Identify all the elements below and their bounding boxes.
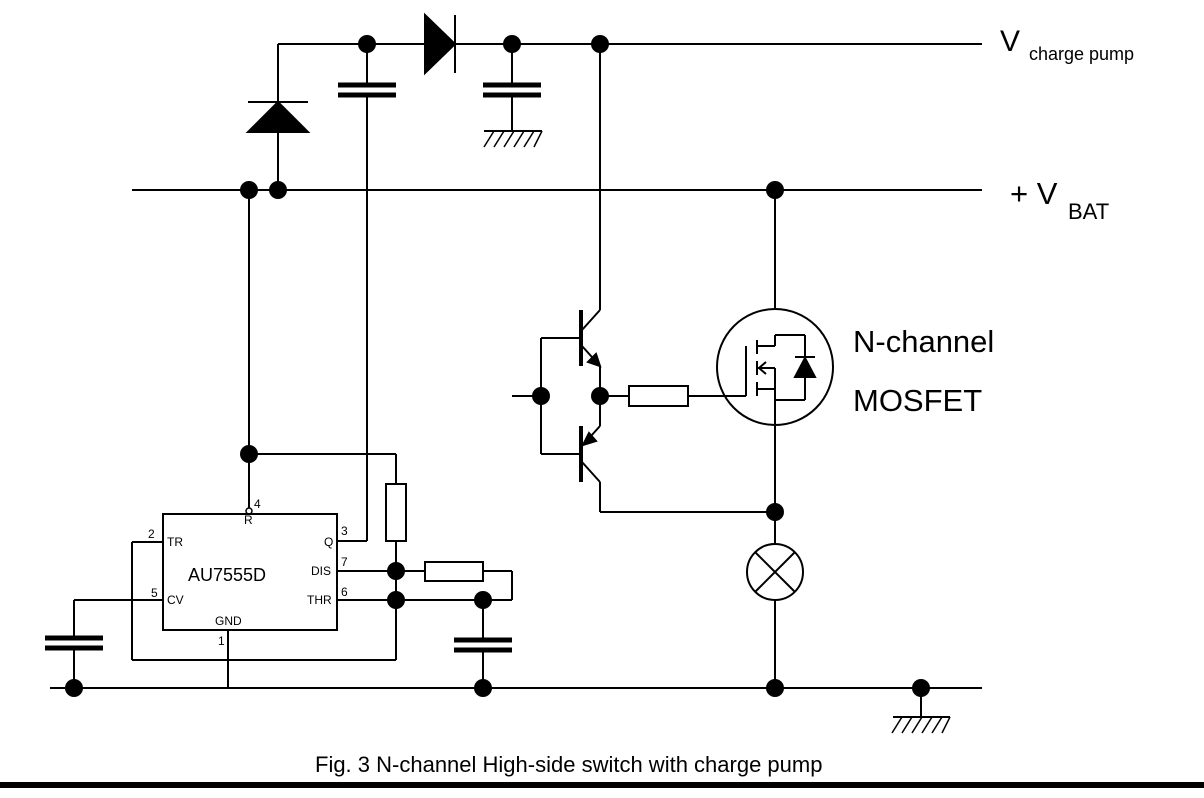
pin-thr-label: THR [307,593,332,607]
pin-cv-label: CV [167,593,184,607]
lamp-load [746,543,804,688]
ic-name: AU7555D [188,565,266,585]
reservoir-capacitor [483,44,541,130]
ground-symbol-bottom [891,688,951,734]
timer-ic: AU7555D TR 2 CV 5 R 4 Q 3 DIS 7 THR 6 GN… [148,497,348,648]
pump-diode-vertical [245,100,311,190]
npn-transistor [579,44,602,426]
pin-tr-number: 2 [148,527,155,541]
pin-r-label: R [244,513,253,527]
vbat-sub-label: BAT [1068,199,1109,224]
reset-supply-wire [245,190,397,515]
pin-tr-label: TR [167,535,183,549]
pump-capacitor [337,44,396,542]
ground-symbol-top [483,130,543,148]
vbat-label: + V [1010,176,1058,211]
cv-capacitor [45,599,163,688]
pin-thr-number: 6 [341,585,348,599]
charge-pump-rail [277,43,982,102]
pin-r-number: 4 [254,497,261,511]
pin-gnd-label: GND [215,614,242,628]
mosfet-label-line2: MOSFET [853,383,982,418]
mosfet-symbol [716,190,834,545]
pnp-transistor [579,425,775,513]
pin-dis-number: 7 [341,555,348,569]
figure-caption: Fig. 3 N-channel High-side switch with c… [315,752,822,777]
mosfet-label-line1: N-channel [853,324,994,359]
pin-q-label: Q [324,535,333,549]
charge-pump-sub-label: charge pump [1029,44,1134,64]
pin-dis-label: DIS [311,564,331,578]
junction-dots [65,35,930,697]
pin-cv-number: 5 [151,586,158,600]
timing-capacitor [454,600,512,688]
pin-gnd-number: 1 [218,634,225,648]
bottom-border [0,782,1204,788]
pin-q-number: 3 [341,524,348,538]
charge-pump-v-label: V [1000,25,1020,58]
pump-diode-horizontal [424,12,457,76]
